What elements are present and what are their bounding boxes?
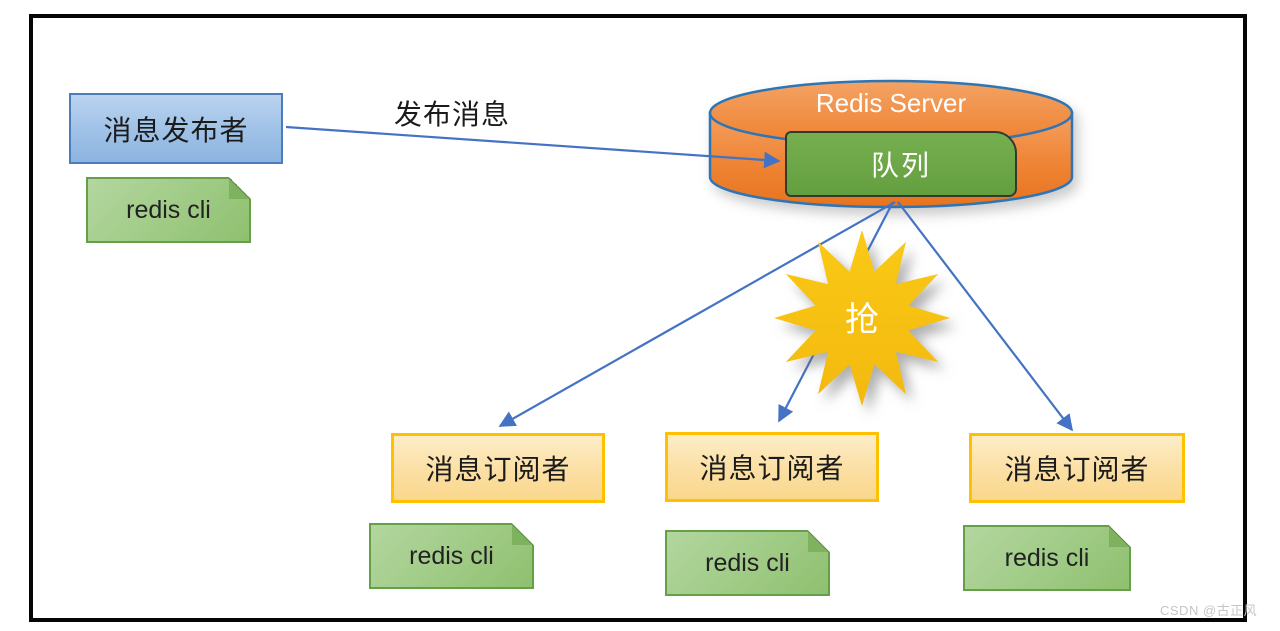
- publisher-cli-label: redis cli: [126, 195, 211, 224]
- subscriber-cli-note-1: redis cli: [369, 523, 534, 589]
- subscriber-box-2: 消息订阅者: [665, 432, 879, 502]
- subscriber-label-2: 消息订阅者: [699, 453, 845, 484]
- grab-label: 抢: [845, 301, 879, 339]
- subscriber-cli-label-2: redis cli: [705, 548, 790, 577]
- redis-server-title: Redis Server: [816, 88, 967, 118]
- fanout-arrow-1: [498, 201, 896, 427]
- publisher-cli-note: redis cli: [86, 177, 251, 243]
- subscriber-box-1: 消息订阅者: [391, 433, 605, 503]
- publish-arrow: [285, 125, 781, 169]
- fanout-arrow-3: [897, 201, 1074, 432]
- watermark: CSDN @古正风: [1160, 603, 1258, 618]
- subscriber-cli-label-1: redis cli: [409, 541, 494, 570]
- subscriber-box-3: 消息订阅者: [969, 433, 1185, 503]
- subscriber-cli-label-3: redis cli: [1004, 543, 1090, 572]
- queue-box: 队列: [785, 131, 1017, 197]
- publisher-label: 消息发布者: [103, 114, 249, 146]
- subscriber-label-3: 消息订阅者: [1004, 454, 1150, 485]
- publisher-box: 消息发布者: [69, 93, 283, 164]
- subscriber-cli-note-3: redis cli: [963, 525, 1131, 591]
- grab-starburst-shape: [774, 230, 950, 406]
- subscriber-label-1: 消息订阅者: [425, 454, 571, 485]
- subscriber-cli-note-2: redis cli: [665, 530, 830, 596]
- queue-label: 队列: [870, 150, 931, 181]
- publish-arrow-label: 发布消息: [393, 99, 510, 130]
- grab-starburst: 抢: [774, 230, 950, 406]
